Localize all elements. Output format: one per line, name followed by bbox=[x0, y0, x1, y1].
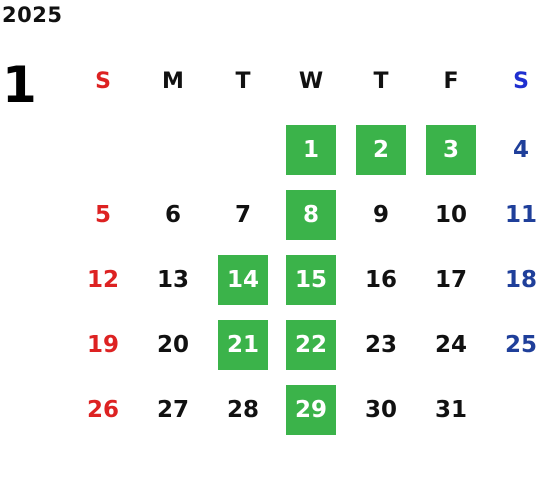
weekday-tue: T bbox=[235, 68, 251, 94]
day-3[interactable]: 3 bbox=[426, 125, 476, 175]
day-27[interactable]: 27 bbox=[156, 397, 189, 423]
day-13[interactable]: 13 bbox=[156, 267, 189, 293]
weekday-mon: M bbox=[162, 68, 184, 94]
day-29[interactable]: 29 bbox=[286, 385, 336, 435]
day-21[interactable]: 21 bbox=[218, 320, 268, 370]
day-16[interactable]: 16 bbox=[364, 267, 397, 293]
day-2[interactable]: 2 bbox=[356, 125, 406, 175]
day-10[interactable]: 10 bbox=[434, 202, 467, 228]
day-5[interactable]: 5 bbox=[94, 202, 111, 228]
day-8[interactable]: 8 bbox=[286, 190, 336, 240]
weekday-wed: W bbox=[298, 68, 324, 94]
day-23[interactable]: 23 bbox=[364, 332, 397, 358]
day-11[interactable]: 11 bbox=[504, 202, 537, 228]
weekday-sun: S bbox=[95, 68, 111, 94]
day-20[interactable]: 20 bbox=[156, 332, 189, 358]
day-25[interactable]: 25 bbox=[504, 332, 537, 358]
day-26[interactable]: 26 bbox=[86, 397, 119, 423]
day-24[interactable]: 24 bbox=[434, 332, 467, 358]
weekday-sat: S bbox=[513, 68, 529, 94]
day-30[interactable]: 30 bbox=[364, 397, 397, 423]
day-19[interactable]: 19 bbox=[86, 332, 119, 358]
day-4[interactable]: 4 bbox=[512, 137, 529, 163]
day-7[interactable]: 7 bbox=[234, 202, 251, 228]
day-12[interactable]: 12 bbox=[86, 267, 119, 293]
day-1[interactable]: 1 bbox=[286, 125, 336, 175]
weekday-fri: F bbox=[443, 68, 459, 94]
day-9[interactable]: 9 bbox=[372, 202, 389, 228]
day-6[interactable]: 6 bbox=[164, 202, 181, 228]
year-label: 2025 bbox=[2, 3, 63, 27]
day-22[interactable]: 22 bbox=[286, 320, 336, 370]
day-18[interactable]: 18 bbox=[504, 267, 537, 293]
day-14[interactable]: 14 bbox=[218, 255, 268, 305]
day-28[interactable]: 28 bbox=[226, 397, 259, 423]
month-label: 1 bbox=[2, 56, 37, 114]
day-15[interactable]: 15 bbox=[286, 255, 336, 305]
weekday-thu: T bbox=[373, 68, 389, 94]
day-17[interactable]: 17 bbox=[434, 267, 467, 293]
day-31[interactable]: 31 bbox=[434, 397, 467, 423]
